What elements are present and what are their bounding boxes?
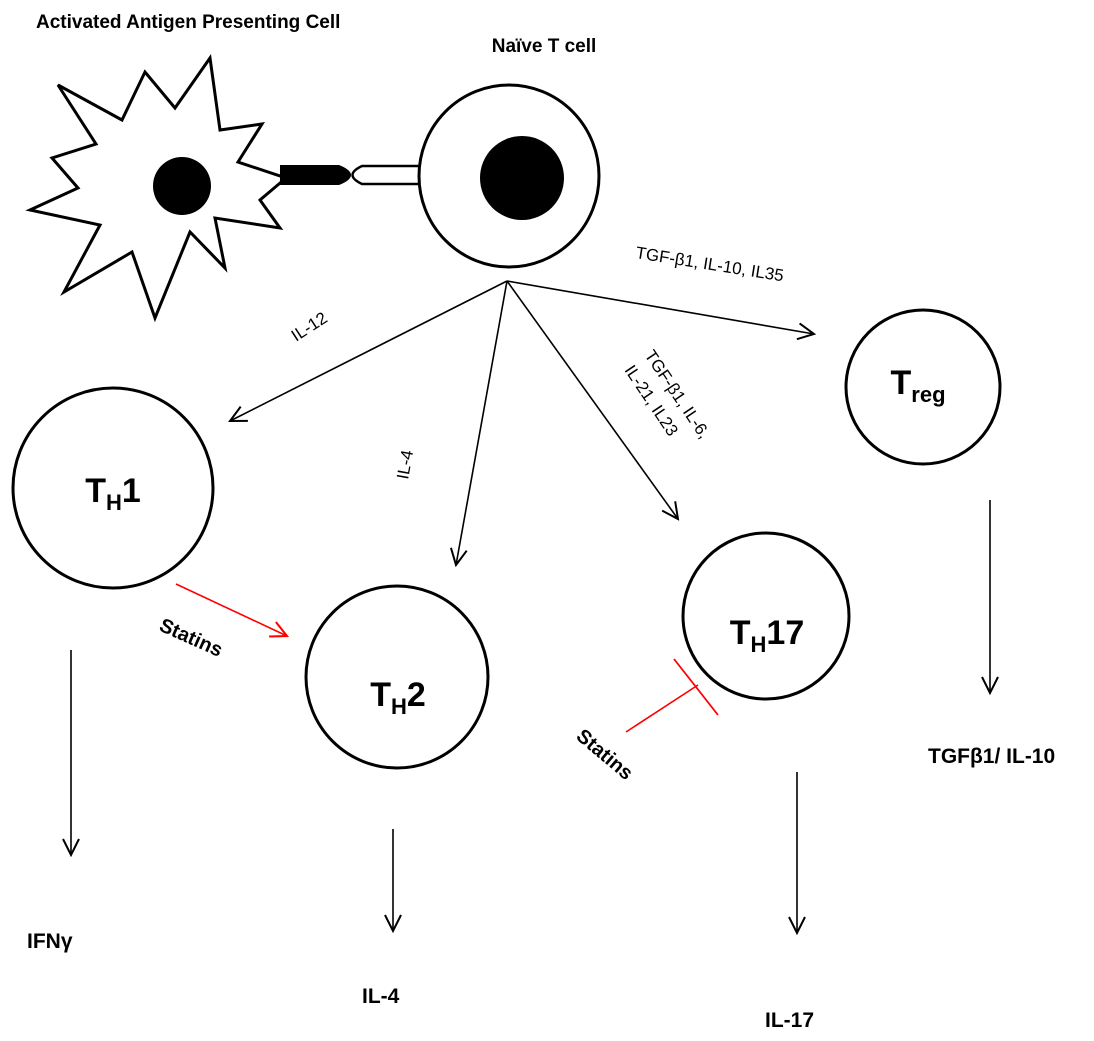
treg-cell-circle (844, 308, 1002, 466)
differentiation-arrows (230, 280, 814, 565)
th1-cell-label: TH1 (85, 472, 141, 515)
th2-cell-label: TH2 (370, 676, 426, 719)
treg-cell: Treg (844, 308, 1002, 466)
antigen-presenting-cell (25, 54, 290, 323)
naive-t-cell (417, 83, 601, 269)
treg-cell-label: Treg (890, 364, 945, 407)
arrow-to-th17 (506, 280, 678, 519)
statins-inhibit-bar (673, 658, 719, 716)
th2-cell-circle (304, 584, 490, 770)
cytokine-il4-label: IL-4 (393, 449, 417, 481)
statins-promote-arrow (175, 583, 287, 636)
th17-cell-circle (681, 531, 851, 701)
arrow-to-th2 (456, 280, 508, 565)
treg-output-label: TGFβ1/ IL-10 (928, 745, 1055, 768)
statins-inhibit-label: Statins (572, 725, 637, 785)
statins-promote-label: Statins (156, 614, 226, 661)
th17-output-label: IL-17 (765, 1009, 814, 1032)
apc-title: Activated Antigen Presenting Cell (36, 12, 340, 33)
naive-t-cell-title: Naïve T cell (492, 36, 597, 57)
arrow-to-treg (506, 280, 814, 334)
th2-output-label: IL-4 (362, 985, 400, 1008)
naive-t-cell-nucleus (480, 136, 564, 220)
th17-cell-label: TH17 (730, 614, 805, 657)
cytokine-treg-label: TGF-β1, IL-10, IL35 (634, 243, 785, 285)
cytokine-il12-label: IL-12 (288, 308, 331, 345)
th1-cell-circle (11, 386, 215, 590)
mhc-antigen-complex (280, 165, 351, 185)
th17-cell: TH17 (681, 531, 851, 701)
th1-cell: TH1 (11, 386, 215, 590)
mhc-tcr-synapse (280, 164, 424, 186)
th2-cell: TH2 (304, 584, 490, 770)
statins-inhibit-line (625, 684, 699, 733)
th1-output-label: IFNγ (27, 930, 73, 953)
output-arrows (71, 500, 990, 933)
arrow-to-th1 (230, 280, 508, 421)
apc-nucleus (153, 157, 211, 215)
t-cell-receptor (351, 164, 424, 186)
